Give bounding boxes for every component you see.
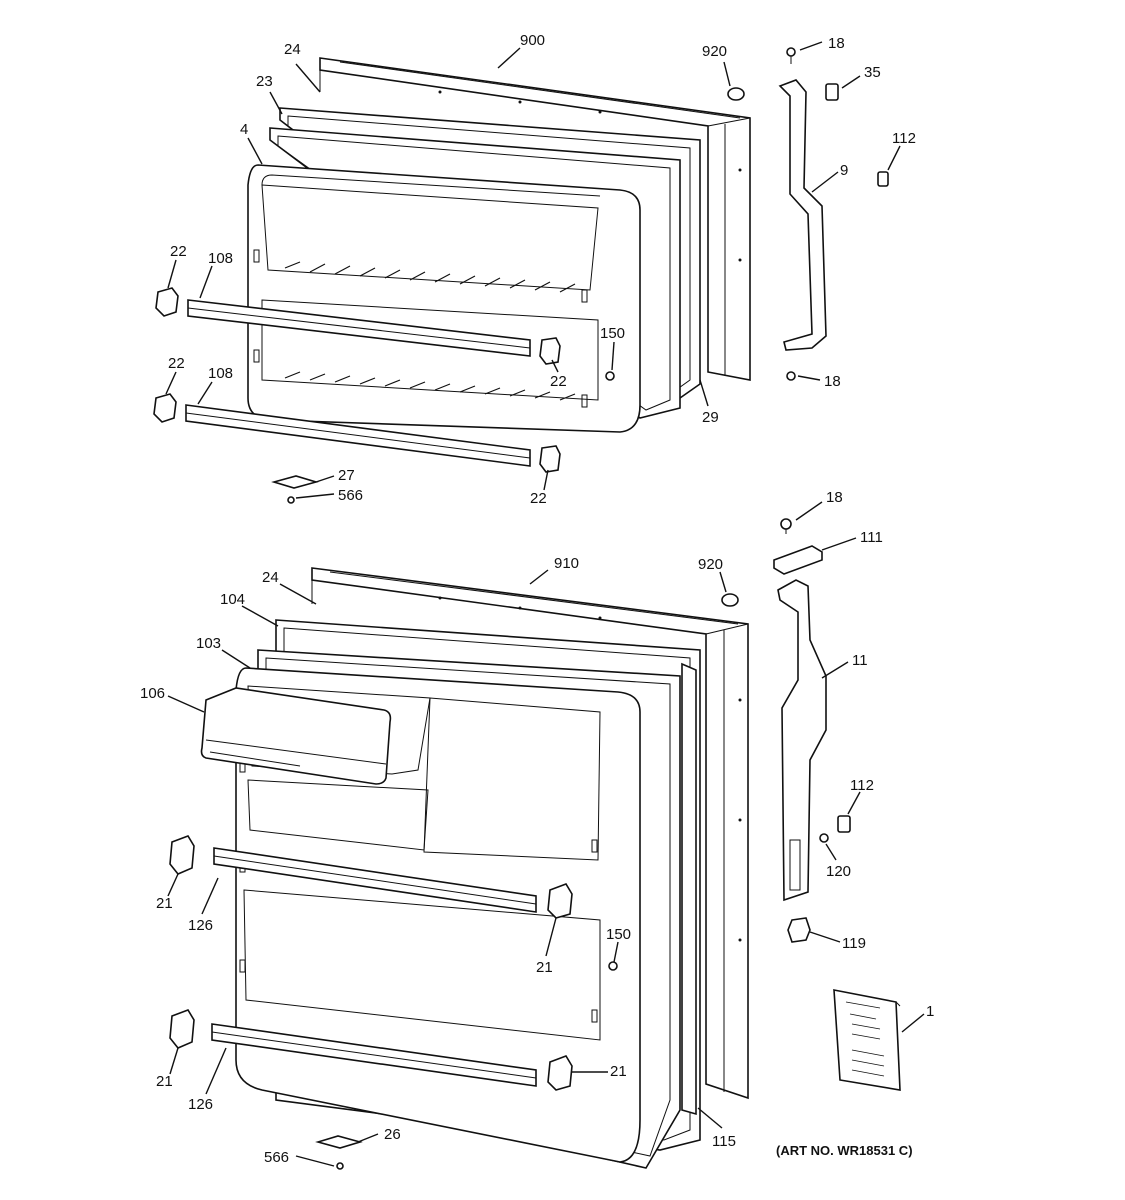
freezer-plug: [727, 87, 745, 101]
fresh-food-handle: [777, 579, 827, 902]
label-150: 150: [600, 325, 625, 342]
freezer-handle-screw-bottom: [786, 371, 796, 381]
freezer-handle: [778, 79, 827, 351]
label-22-left-bottom: 22: [168, 355, 185, 372]
label-126-bottom: 126: [188, 1096, 213, 1113]
fresh-food-hinge-plate: [315, 1135, 363, 1149]
label-9: 9: [840, 162, 848, 179]
freezer-bar-cap-right-top: [539, 337, 561, 365]
fresh-food-leader-lines: [167, 501, 925, 1167]
freezer-bar-cap-right-bottom: [539, 445, 561, 473]
owners-manual: [833, 989, 901, 1091]
label-21-right-bottom: 21: [610, 1063, 627, 1080]
freezer-hinge-screw: [287, 496, 295, 504]
art-number: (ART NO. WR18531 C): [776, 1143, 913, 1158]
fresh-food-door-panel: [311, 567, 749, 1100]
label-104: 104: [220, 591, 245, 608]
fresh-food-handle-screw: [819, 833, 829, 843]
fresh-food-hinge-screw: [336, 1162, 344, 1170]
fresh-food-plug: [721, 593, 739, 607]
label-21-right-top: 21: [536, 959, 553, 976]
fresh-food-dairy-door: [200, 687, 392, 785]
label-21-left-top: 21: [156, 895, 173, 912]
label-103: 103: [196, 635, 221, 652]
label-22-right-top: 22: [550, 373, 567, 390]
label-1: 1: [926, 1003, 934, 1020]
label-29: 29: [702, 409, 719, 426]
fresh-food-screw-top: [780, 518, 792, 534]
fresh-food-bar-cap-right-top: [547, 883, 573, 919]
freezer-handle-cap: [825, 83, 839, 101]
label-18-bottom: 18: [824, 373, 841, 390]
label-920: 920: [702, 43, 727, 60]
fresh-food-shelf-bar-bottom: [211, 1023, 537, 1087]
label-35: 35: [864, 64, 881, 81]
label-920-fresh: 920: [698, 556, 723, 573]
label-900: 900: [520, 32, 545, 49]
label-18-top: 18: [828, 35, 845, 52]
fresh-food-bar-cap-right-bottom: [547, 1055, 573, 1091]
label-112-fresh: 112: [850, 777, 874, 794]
label-115: 115: [712, 1133, 736, 1150]
label-27: 27: [338, 467, 355, 484]
freezer-shelf-bar-bottom: [185, 404, 531, 467]
freezer-door-assembly: 900 24 23 4 920 18 35 112 9 22 108 22 10…: [153, 32, 916, 507]
label-910: 910: [554, 555, 579, 572]
label-108-top: 108: [208, 250, 233, 267]
freezer-door-panel: [319, 57, 751, 381]
label-120: 120: [826, 863, 851, 880]
fresh-food-door-stop: [787, 917, 811, 943]
label-108-bottom: 108: [208, 365, 233, 382]
fresh-food-handle-clip: [837, 815, 851, 833]
label-24-fresh: 24: [262, 569, 279, 586]
freezer-handle-screw-top: [786, 47, 796, 64]
freezer-upper-ribs: [284, 261, 576, 293]
label-106: 106: [140, 685, 165, 702]
label-26: 26: [384, 1126, 401, 1143]
label-24: 24: [284, 41, 301, 58]
freezer-handle-clip: [877, 171, 889, 187]
fresh-food-gasket-strip: [681, 662, 697, 1116]
freezer-rivet: [605, 371, 615, 381]
fresh-food-shelf-bar-top: [213, 847, 537, 913]
freezer-leader-lines: [165, 41, 901, 499]
label-566-top: 566: [338, 487, 363, 504]
fresh-food-bar-cap-left-bottom: [169, 1009, 195, 1049]
label-23: 23: [256, 73, 273, 90]
freezer-shelf-bar-top: [187, 299, 531, 357]
label-119: 119: [842, 935, 866, 952]
freezer-lower-ribs: [284, 371, 576, 401]
fresh-food-handle-trim: [773, 545, 823, 575]
label-111: 111: [860, 529, 883, 546]
freezer-hinge-plate: [271, 475, 319, 489]
fresh-food-rivet: [608, 961, 618, 971]
fresh-food-callouts: 18 111 910 920 24 104 103 106 11 112 120…: [140, 489, 934, 1166]
label-22-left-top: 22: [170, 243, 187, 260]
label-112: 112: [892, 130, 916, 147]
label-21-left-bottom: 21: [156, 1073, 173, 1090]
label-22-right-bottom: 22: [530, 490, 547, 507]
freezer-bar-cap-left-bottom: [153, 393, 177, 423]
fresh-food-door-assembly: 18 111 910 920 24 104 103 106 11 112 120…: [140, 489, 934, 1170]
freezer-liner: [247, 164, 641, 433]
freezer-callouts: 900 24 23 4 920 18 35 112 9 22 108 22 10…: [168, 32, 916, 507]
fresh-food-bar-cap-left-top: [169, 835, 195, 875]
label-11: 11: [852, 652, 868, 669]
label-566-bottom: 566: [264, 1149, 289, 1166]
label-150-fresh: 150: [606, 926, 631, 943]
label-4: 4: [240, 121, 248, 138]
label-18-fresh: 18: [826, 489, 843, 506]
label-126-top: 126: [188, 917, 213, 934]
freezer-bar-cap-left-top: [155, 287, 179, 317]
